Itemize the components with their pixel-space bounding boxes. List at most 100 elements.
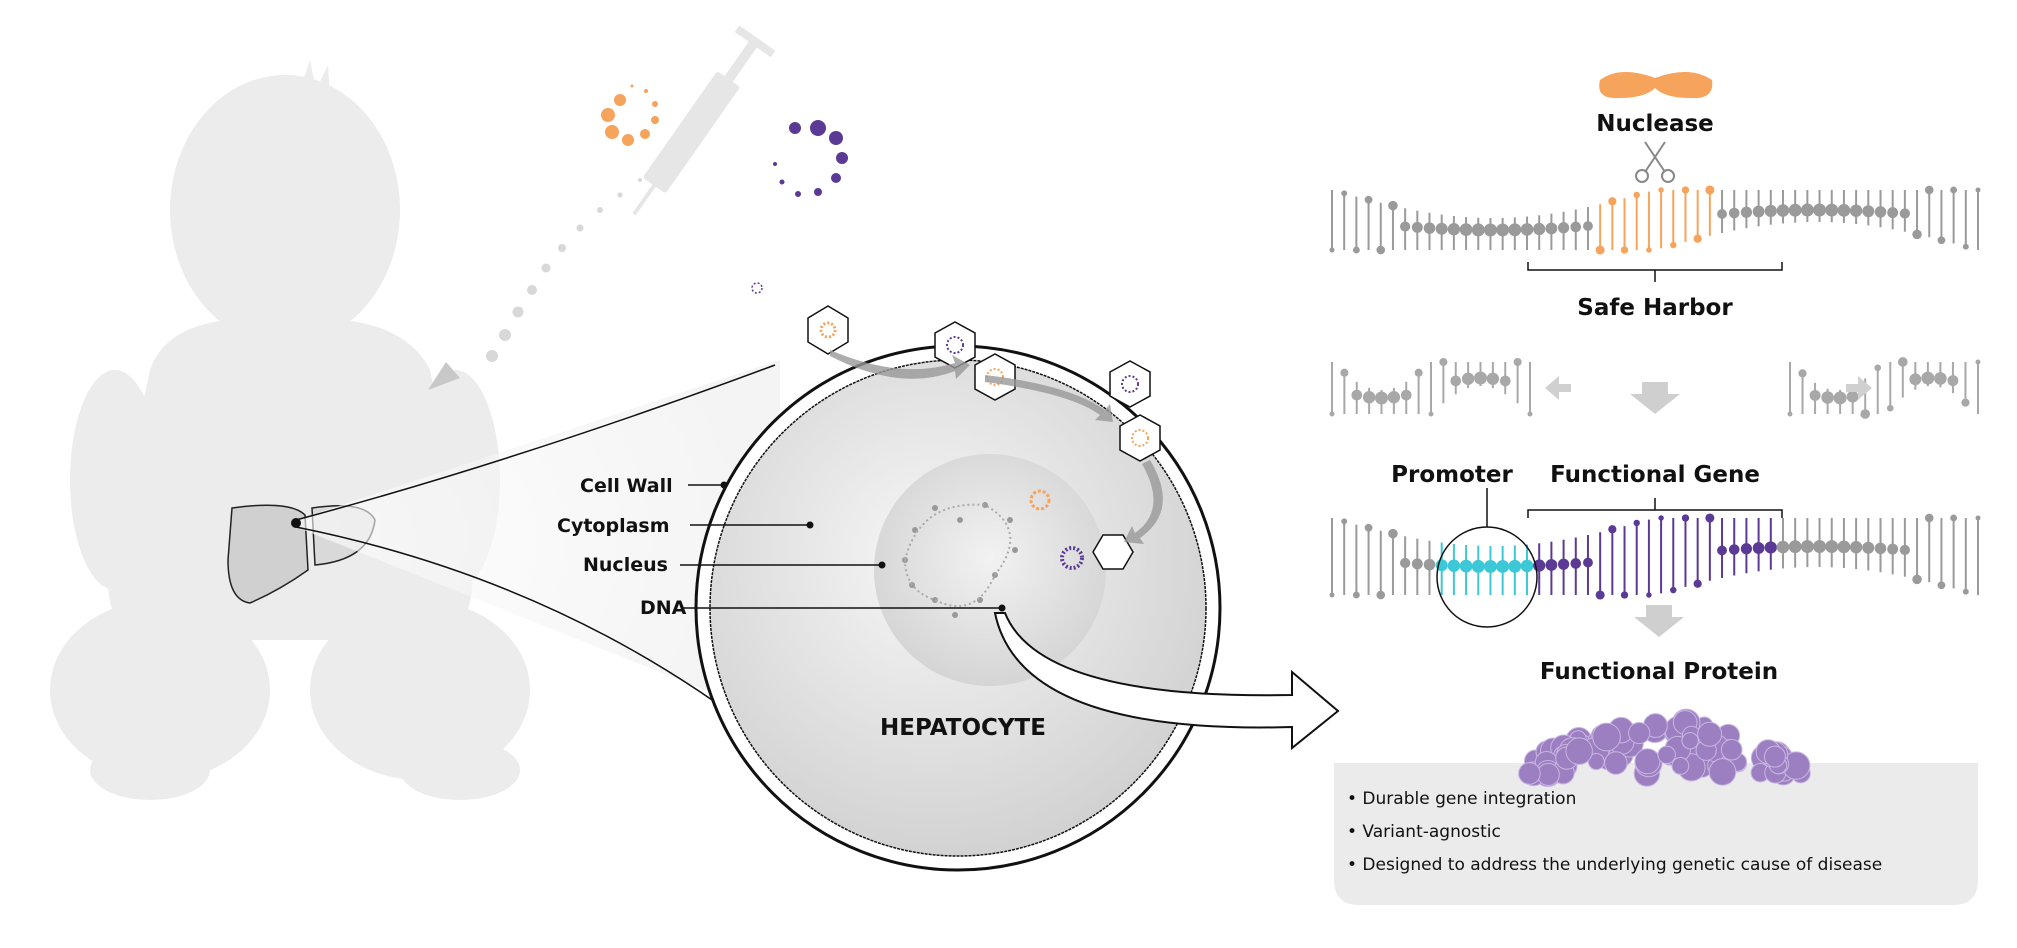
nucleotide — [1862, 205, 1874, 217]
protein-subunit — [1682, 733, 1698, 749]
nucleotide — [1821, 391, 1834, 404]
promoter-label: Promoter — [1391, 462, 1513, 488]
nucleotide — [1634, 520, 1640, 526]
nucleotide — [1741, 207, 1752, 218]
benefit-item: • Variant-agnostic — [1347, 822, 1501, 842]
purple-vector-spiral — [773, 120, 848, 197]
nucleotide — [1900, 208, 1910, 218]
label-dna: DNA — [640, 597, 687, 619]
nucleotide — [1351, 390, 1362, 401]
nucleotide — [1646, 592, 1651, 597]
nuclease-icon — [1599, 72, 1712, 98]
benefit-item: • Designed to address the underlying gen… — [1347, 855, 1882, 875]
liver-pointer-dot — [291, 518, 301, 528]
nucleotide — [1753, 206, 1765, 218]
protein-subunit — [1605, 752, 1628, 775]
protein-subunit — [1593, 723, 1621, 751]
nucleotide — [1596, 590, 1605, 599]
nucleotide — [1621, 591, 1628, 598]
nucleotide — [1472, 223, 1485, 236]
nucleotide — [1400, 221, 1410, 231]
nucleotide — [1912, 575, 1921, 584]
nucleotide — [1388, 201, 1397, 210]
nucleotide — [1912, 230, 1921, 239]
nucleotide — [1508, 223, 1521, 236]
nucleotide — [1963, 589, 1969, 595]
nucleotide — [1934, 372, 1947, 385]
functional-protein-label: Functional Protein — [1540, 659, 1778, 685]
nucleotide — [1947, 375, 1958, 386]
nucleotide — [1401, 390, 1412, 401]
nucleotide — [1900, 545, 1910, 555]
nucleotide — [1717, 546, 1727, 556]
label-cytoplasm: Cytoplasm — [557, 515, 670, 537]
nucleotide — [1436, 223, 1448, 235]
nucleotide — [1670, 242, 1676, 248]
protein-subunit — [1672, 757, 1689, 774]
nucleotide — [1887, 544, 1898, 555]
nucleotide — [1462, 373, 1474, 385]
nucleotide — [1694, 235, 1702, 243]
nucleotide — [1365, 524, 1373, 532]
nucleus — [874, 454, 1106, 686]
protein-subunit — [1721, 739, 1742, 760]
safe-harbor-bracket — [1528, 262, 1782, 282]
nucleotide — [1514, 358, 1522, 366]
nucleotide — [1925, 186, 1934, 195]
nucleotide — [1777, 204, 1790, 217]
nucleotide — [1424, 222, 1435, 233]
nucleotide — [1834, 391, 1847, 404]
nucleotide — [1450, 376, 1461, 387]
nucleotide — [1583, 558, 1593, 568]
nucleotide — [1533, 223, 1545, 235]
protein-subunit — [1629, 722, 1650, 743]
nucleotide — [1963, 244, 1969, 250]
nucleotide — [1801, 540, 1814, 553]
protein-subunit — [1709, 759, 1736, 786]
nucleotide — [1415, 369, 1423, 377]
left-arrow-icon — [1545, 376, 1571, 400]
infant-silhouette — [50, 60, 530, 800]
nucleotide — [1850, 205, 1862, 217]
nucleotide — [1484, 560, 1497, 573]
nucleotide — [1825, 204, 1838, 217]
nucleotide — [1670, 587, 1676, 593]
nucleotide — [1634, 192, 1640, 198]
label-cell-wall: Cell Wall — [580, 475, 673, 497]
nucleotide — [1813, 540, 1826, 553]
functional-gene-label: Functional Gene — [1550, 462, 1760, 488]
nucleotide — [1909, 373, 1921, 385]
nucleotide — [1825, 540, 1838, 553]
nucleotide — [1341, 518, 1347, 524]
nucleotide — [1439, 358, 1447, 366]
nucleotide — [1658, 515, 1663, 520]
nucleotide — [1810, 390, 1821, 401]
down-arrow-1 — [1630, 382, 1680, 414]
nucleotide — [1424, 559, 1435, 570]
nucleotide — [1789, 204, 1802, 217]
nucleotide — [1558, 222, 1569, 233]
protein-subunit — [1519, 763, 1541, 785]
nucleotide — [1798, 369, 1806, 377]
nucleotide — [1860, 409, 1870, 419]
syringe-icon — [616, 25, 775, 226]
nucleotide — [1375, 392, 1388, 405]
nucleotide — [1875, 206, 1886, 217]
nucleotide — [1376, 591, 1385, 600]
nucleotide — [1961, 398, 1969, 406]
nucleotide — [1412, 222, 1423, 233]
protein-subunit — [1698, 722, 1722, 746]
nucleotide — [1705, 513, 1714, 522]
nucleotide — [1500, 376, 1511, 387]
nucleotide — [1777, 541, 1790, 554]
nucleotide — [1608, 197, 1616, 205]
scissors-icon — [1636, 142, 1674, 182]
nucleotide — [1717, 209, 1727, 219]
nucleotide — [1546, 559, 1558, 571]
nucleotide — [1938, 236, 1946, 244]
protein-subunit — [1566, 738, 1593, 765]
nucleotide — [1376, 246, 1385, 255]
nucleotide — [1898, 357, 1908, 367]
nucleotide — [1484, 223, 1497, 236]
injection-path — [428, 178, 642, 390]
